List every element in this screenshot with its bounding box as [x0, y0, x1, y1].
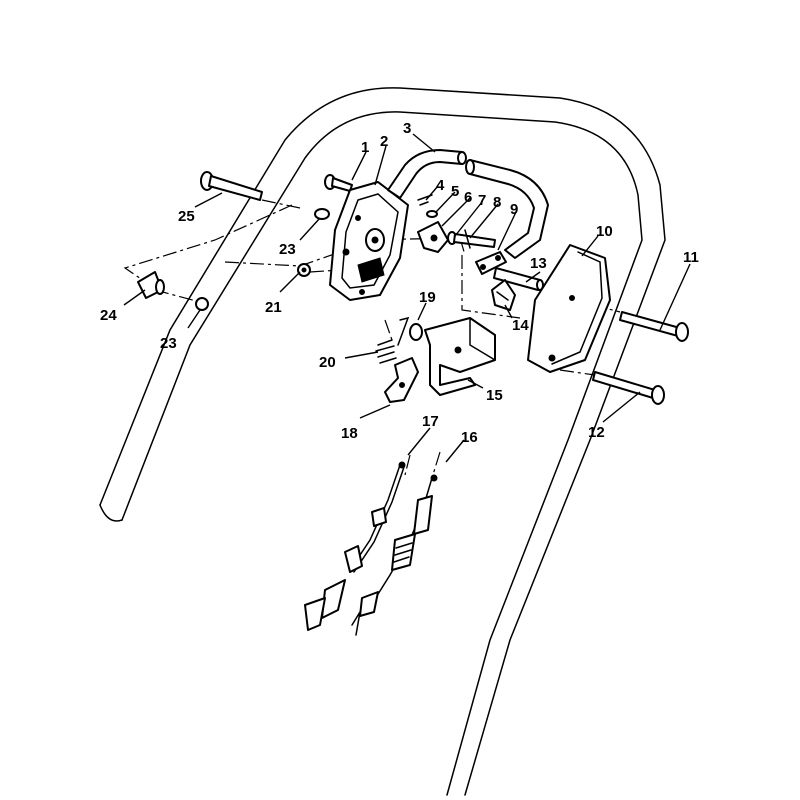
callout-7: 7	[478, 192, 486, 209]
callout-9: 9	[510, 201, 518, 218]
part-15-bracket	[424, 317, 496, 396]
part-16-cable	[351, 474, 438, 636]
part-5-washer	[426, 210, 438, 218]
part-17-cable	[304, 461, 406, 631]
callout-4: 4	[436, 177, 445, 194]
callout-17: 17	[422, 413, 439, 430]
callout-24: 24	[100, 307, 117, 324]
callout-21: 21	[265, 299, 282, 316]
part-23-nut-lower	[195, 297, 209, 311]
callout-3: 3	[403, 120, 411, 137]
callout-13: 13	[530, 255, 547, 272]
part-21-nut	[297, 263, 311, 277]
callout-23-upper: 23	[279, 241, 296, 258]
part-6-pawl	[417, 221, 449, 253]
part-11-bolt	[619, 311, 689, 342]
handle-frame	[99, 87, 666, 796]
part-18-control-lever	[384, 357, 419, 403]
part-3-bail-bar	[387, 149, 549, 259]
part-12-bolt	[592, 371, 665, 405]
callout-10: 10	[596, 223, 613, 240]
callout-19: 19	[419, 289, 436, 306]
callout-23-lower: 23	[160, 335, 177, 352]
part-23-nut-upper	[314, 208, 330, 220]
callout-5: 5	[451, 183, 459, 200]
callout-20: 20	[319, 354, 336, 371]
callout-labels: 1 2 3 4 5 6 7 8 9 10 11 12 13 14 15 16 1…	[100, 120, 699, 446]
part-9-lever-arm	[475, 251, 507, 275]
part-20-spring	[375, 316, 410, 364]
part-7-shaft	[447, 231, 496, 248]
callout-1: 1	[361, 139, 369, 156]
callout-11: 11	[683, 249, 699, 266]
part-19-washer	[409, 323, 423, 341]
callout-25: 25	[178, 208, 195, 225]
callout-6: 6	[464, 189, 472, 206]
part-25-bolt	[200, 171, 263, 201]
part-14-latch	[491, 279, 516, 311]
part-13-pin	[493, 267, 544, 291]
leader-lines	[123, 133, 691, 463]
part-10-housing-cover	[527, 244, 611, 373]
callout-15: 15	[486, 387, 503, 404]
callout-2: 2	[380, 133, 388, 150]
part-2-control-housing	[329, 181, 409, 301]
callout-16: 16	[461, 429, 478, 446]
callout-12: 12	[588, 424, 605, 441]
callout-18: 18	[341, 425, 358, 442]
callout-14: 14	[512, 317, 529, 334]
callout-8: 8	[493, 194, 501, 211]
part-1-bolt	[324, 174, 353, 192]
part-8-spring-pin	[464, 229, 471, 249]
part-24-spacer	[137, 271, 165, 299]
